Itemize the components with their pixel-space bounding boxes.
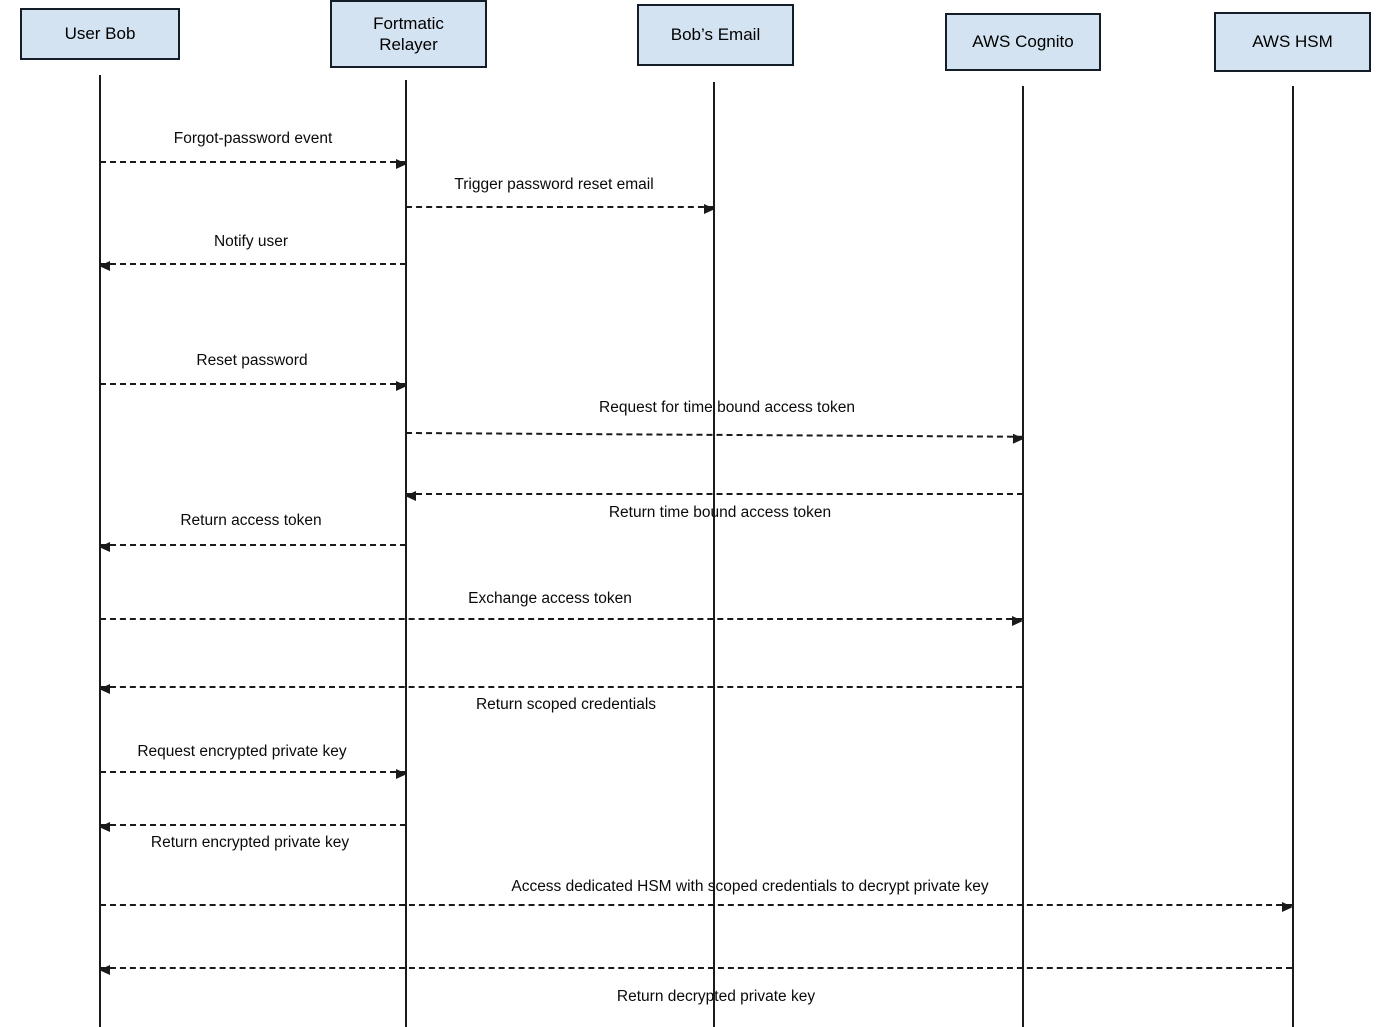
message-label-notify-user: Notify user [213, 233, 289, 250]
actor-bobs-email: Bob’s Email [637, 4, 794, 66]
actor-aws-hsm-label: AWS HSM [1252, 32, 1333, 52]
message-arrow-return-decrypted-private-key [99, 965, 1292, 975]
actor-aws-cognito-label: AWS Cognito [972, 32, 1074, 52]
actor-user-bob-label: User Bob [64, 24, 136, 44]
actor-user-bob: User Bob [20, 8, 180, 60]
message-label-request-encrypted-private-key: Request encrypted private key [137, 743, 347, 760]
message-label-return-decrypted-private-key: Return decrypted private key [616, 988, 816, 1005]
message-label-forgot-password-event: Forgot-password event [173, 130, 333, 147]
actor-fortmatic-relayer: Fortmatic Relayer [330, 0, 487, 68]
message-arrow-return-scoped-credentials [99, 684, 1022, 694]
message-label-exchange-access-token: Exchange access token [468, 590, 632, 607]
actor-aws-hsm: AWS HSM [1214, 12, 1371, 72]
message-label-return-encrypted-private-key: Return encrypted private key [150, 834, 350, 851]
lifeline-aws-cognito [1022, 86, 1024, 1027]
message-label-return-access-token: Return access token [180, 512, 322, 529]
message-label-return-scoped-credentials: Return scoped credentials [475, 696, 657, 713]
message-arrow-reset-password [100, 381, 407, 391]
message-label-trigger-password-reset-email: Trigger password reset email [454, 176, 654, 193]
message-arrow-request-encrypted-private-key [100, 769, 407, 779]
message-arrow-access-dedicated-hsm [100, 902, 1293, 912]
message-label-reset-password: Reset password [196, 352, 308, 369]
message-arrow-notify-user [99, 261, 406, 271]
lifeline-bobs-email [713, 82, 715, 1027]
message-arrow-return-time-bound-access-token [405, 491, 1023, 501]
message-arrow-return-access-token [99, 542, 406, 552]
actor-fortmatic-relayer-label: Fortmatic Relayer [373, 13, 444, 54]
message-label-return-time-bound-access-token: Return time bound access token [608, 504, 832, 521]
lifeline-fortmatic-relayer [405, 80, 407, 1027]
actor-aws-cognito: AWS Cognito [945, 13, 1101, 71]
message-arrow-exchange-access-token [100, 616, 1023, 626]
message-arrow-trigger-password-reset-email [406, 204, 715, 214]
actor-bobs-email-label: Bob’s Email [670, 25, 761, 45]
message-label-access-dedicated-hsm: Access dedicated HSM with scoped credent… [511, 878, 989, 895]
message-arrow-forgot-password-event [100, 159, 407, 169]
message-arrow-return-encrypted-private-key [99, 822, 406, 832]
lifeline-aws-hsm [1292, 86, 1294, 1027]
message-label-request-time-bound-access-token: Request for time bound access token [599, 399, 855, 416]
